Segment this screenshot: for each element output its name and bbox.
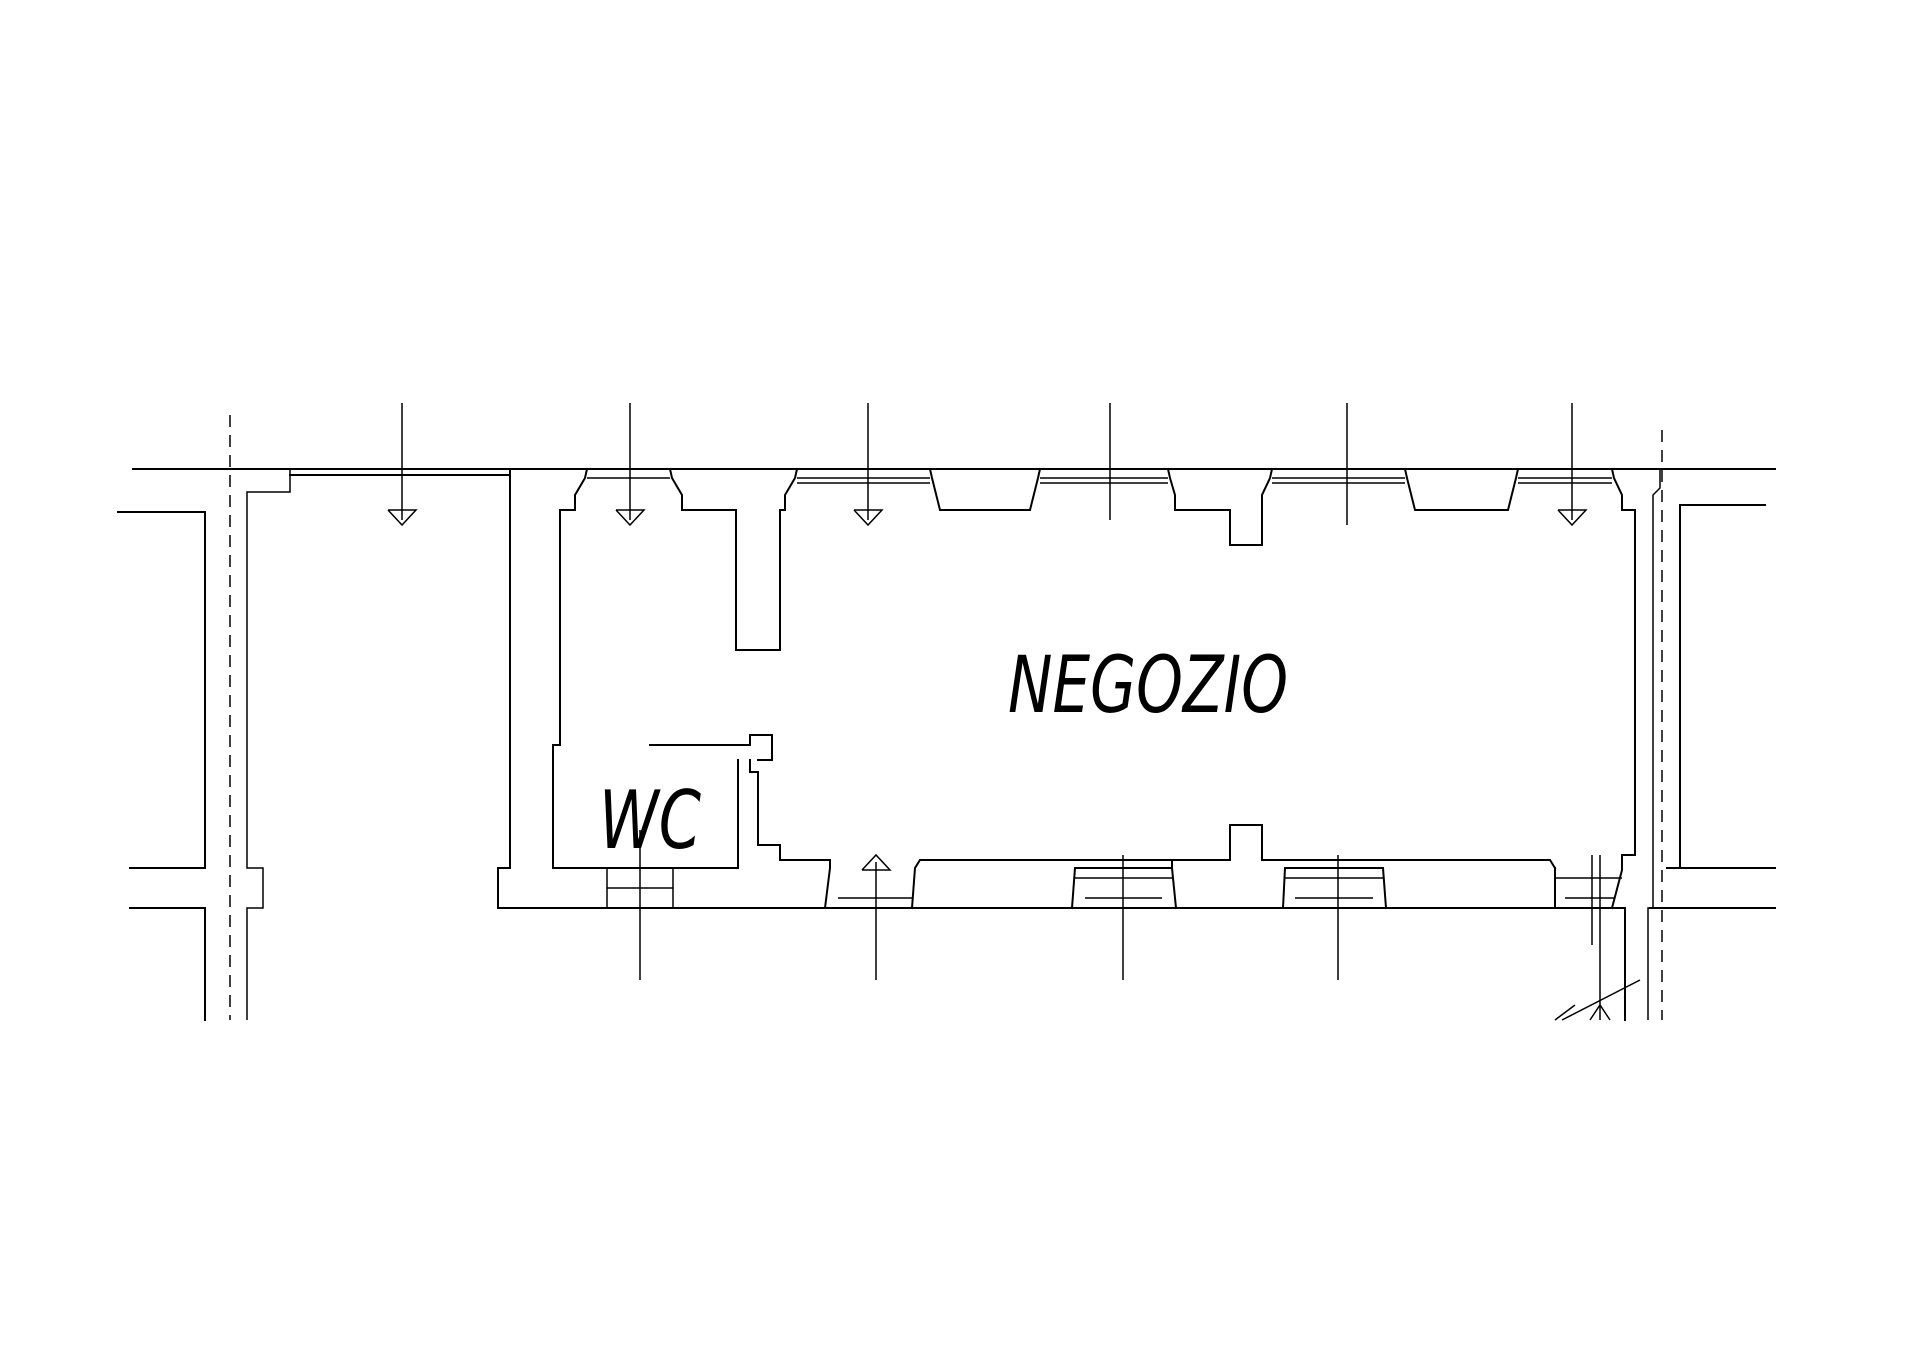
shop-label: NEGOZIO [1008,641,1288,731]
shop-outline [559,467,1636,910]
corridor-wall [289,468,511,909]
top-windows [587,477,1612,484]
section-markers [387,403,1593,980]
left-neighbour-unit [117,415,291,1021]
wc-label: WC [599,774,701,867]
bottom-facade [129,867,1776,909]
bottom-windows [838,877,1622,899]
right-neighbour-unit [1554,430,1766,1021]
